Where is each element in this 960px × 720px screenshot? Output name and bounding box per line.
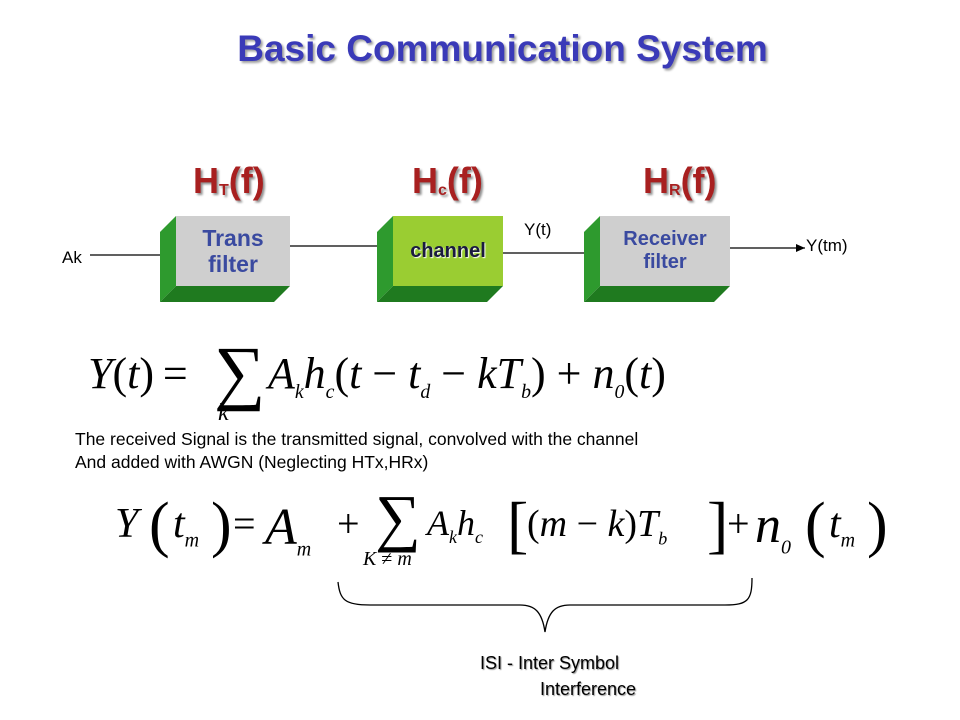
trans-filter-line1: Trans: [202, 224, 264, 251]
trans-filter-line2: filter: [208, 251, 258, 277]
h-channel-label: Hc(f): [412, 160, 483, 202]
trans-filter-label: Trans filter: [176, 216, 290, 286]
isi-brace: [337, 577, 753, 633]
channel-block: channel: [377, 216, 503, 302]
isi-label: ISI - Inter Symbol Interference: [470, 650, 680, 702]
h-transmit-main: H: [193, 160, 219, 201]
isi-line2: Interference: [540, 679, 637, 699]
h-receiver-main: H: [643, 160, 669, 201]
h-receiver-label: HR(f): [643, 160, 717, 202]
receiver-filter-block: Receiver filter: [584, 216, 730, 302]
h-channel-main: H: [412, 160, 438, 201]
trans-filter-3d-shape: [160, 216, 290, 302]
page-title: Basic Communication System: [237, 28, 768, 69]
h-receiver-sub: R: [669, 182, 681, 199]
h-channel-tail: (f): [446, 160, 483, 201]
trans-filter-block: Trans filter: [160, 216, 290, 302]
channel-3d-shape: [377, 216, 503, 302]
receiver-filter-label: Receiver filter: [600, 216, 730, 286]
isi-line1: ISI - Inter Symbol: [480, 653, 620, 673]
h-transmit-sub: T: [219, 182, 229, 199]
channel-output-label: Y(t): [524, 220, 552, 239]
h-channel-sub: c: [438, 182, 447, 199]
h-receiver-tail: (f): [680, 160, 717, 201]
receiver-filter-3d-shape: [584, 216, 730, 302]
channel-label: channel: [410, 239, 486, 262]
description-line1: The received Signal is the transmitted s…: [75, 429, 639, 449]
output-signal-label: Y(tm): [806, 236, 848, 255]
description-line2: And added with AWGN (Neglecting HTx,HRx): [75, 452, 429, 472]
receiver-filter-line2: filter: [643, 251, 687, 273]
receiver-filter-line1: Receiver: [623, 228, 707, 250]
description-text: The received Signal is the transmitted s…: [75, 428, 638, 474]
h-transmit-tail: (f): [228, 160, 265, 201]
input-signal-label: Ak: [62, 248, 82, 267]
h-transmit-label: HT(f): [193, 160, 265, 202]
